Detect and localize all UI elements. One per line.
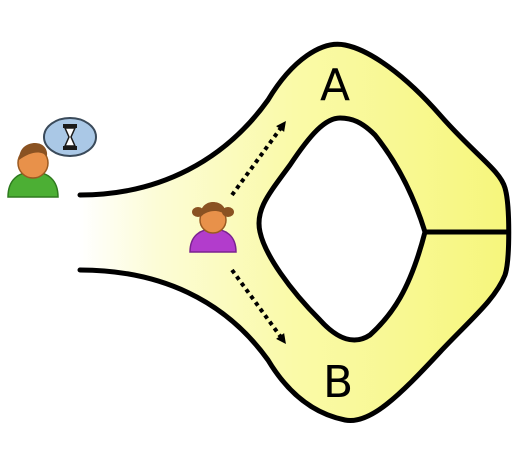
cave-inner-outline [256, 115, 428, 343]
label-b: B [323, 357, 353, 408]
arrow-to-b [230, 268, 286, 345]
cave-body [80, 44, 509, 421]
arrow-to-a [230, 120, 286, 197]
observer-person-icon [7, 143, 59, 198]
hourglass-icon [43, 117, 97, 157]
label-a: A [320, 60, 350, 111]
walker-person-icon [189, 202, 237, 253]
cave-outline-top [77, 41, 512, 424]
